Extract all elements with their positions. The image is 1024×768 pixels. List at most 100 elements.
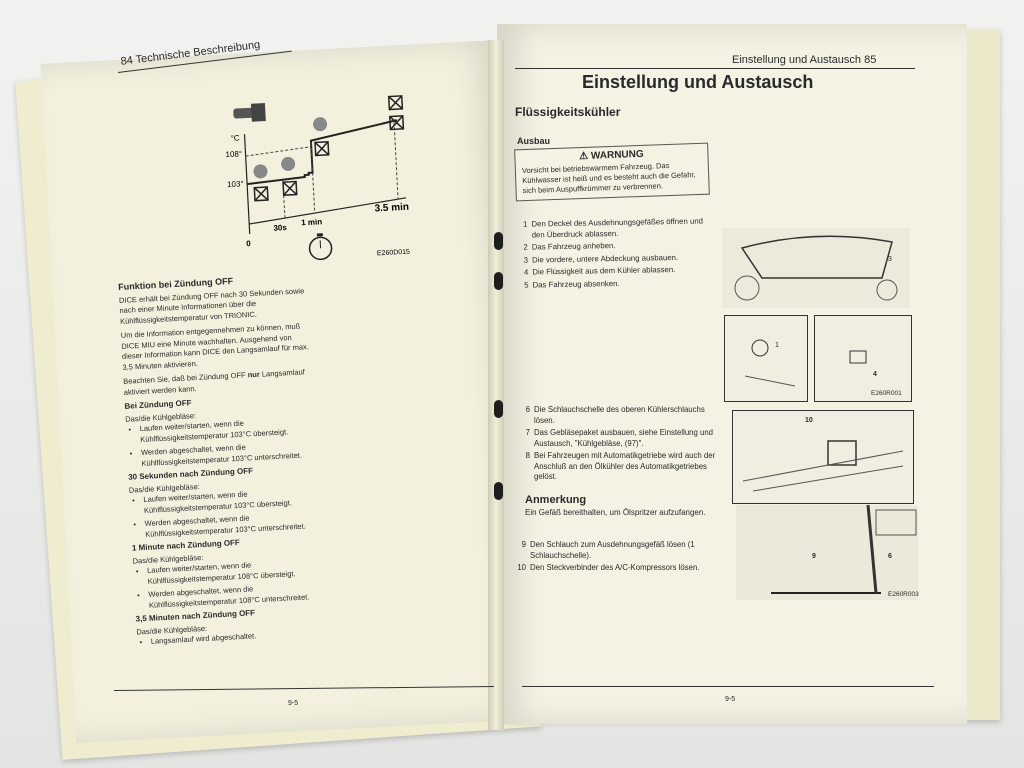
step-text: Bei Fahrzeugen mit Automatikgetriebe wir… (534, 451, 716, 481)
engine-cover-drawing (734, 235, 898, 301)
y-unit-label: °C (230, 133, 240, 142)
step-text: Den Schlauch zum Ausdehnungsgefäß lösen … (530, 540, 695, 560)
callout-label: 1 (775, 342, 779, 349)
section-heading: Ausbau (517, 136, 551, 146)
warning-text: Vorsicht bei betriebswarmem Fahrzeug. Da… (521, 160, 696, 196)
expansion-tank-drawing (744, 339, 796, 387)
guide-line (310, 142, 316, 213)
figure-id: E260R003 (888, 591, 919, 598)
page-title: Einstellung und Austausch (582, 72, 814, 92)
book-gutter (488, 40, 504, 730)
binding-hole (494, 482, 503, 500)
steps-list: 6 Die Schlauchschelle des oberen Kühlersc… (520, 405, 725, 485)
figure-hose-clamp: 10 (732, 410, 914, 504)
radiator-underside-drawing (771, 504, 917, 594)
block: 1 Minute nach Zündung OFF Das/die Kühlge… (132, 534, 325, 612)
step-number: 8 (525, 451, 530, 460)
warning-triangle-icon: ⚠ (578, 150, 589, 163)
remark-text: Ein Gefäß bereithalten, um Ölspritzer au… (525, 508, 706, 517)
callout-label: 9 (812, 553, 816, 560)
callout-label: 4 (873, 371, 877, 378)
fan-off-icon (253, 186, 269, 202)
list-item: 8 Bei Fahrzeugen mit Automatikgetriebe wi… (520, 451, 725, 483)
list-item: 9 Den Schlauch zum Ausdehnungsgefäß lösen… (516, 540, 721, 561)
hose-clamp-drawing (742, 440, 904, 492)
tick-103: 103° (227, 179, 244, 189)
figure-id: E260D015 (377, 249, 411, 258)
figure-radiator-underside: 9 6 E260R003 (736, 504, 919, 600)
callout-label: 10 (805, 417, 813, 424)
callout-label: 3 (888, 256, 892, 263)
right-page-header: Einstellung und Austausch 85 (732, 54, 877, 66)
step-text: Den Steckverbinder des A/C-Kompressors l… (530, 563, 700, 572)
step-text: Die Schlauchschelle des oberen Kühlersch… (534, 405, 705, 425)
temperature-sensor-icon (233, 103, 266, 122)
step-number: 10 (517, 563, 526, 572)
stopwatch-icon (308, 233, 333, 261)
step-text: Das Gebläsepaket ausbauen, siehe Einstel… (534, 428, 714, 448)
callout-label: 6 (888, 553, 892, 560)
tick-1min: 1 min (301, 217, 322, 227)
tick-0: 0 (246, 239, 251, 248)
step-text: Das Fahrzeug absenken. (532, 278, 620, 289)
cooling-fan-timing-diagram: °C 108° 103° 0 30s 1 min 3.5 min E260D01… (225, 95, 411, 261)
header-rule (515, 68, 915, 69)
drain-plug-drawing (849, 350, 867, 364)
figure-drain-plug: 4 E260R001 (814, 315, 912, 402)
binding-hole (494, 272, 503, 290)
tick-30s: 30s (273, 223, 287, 233)
left-page-number: 9-5 (288, 700, 299, 707)
fan-running-icon (313, 117, 328, 132)
fan-running-icon (253, 164, 268, 179)
fan-off-icon (314, 141, 330, 157)
step-text: Die Flüssigkeit aus dem Kühler ablassen. (532, 265, 676, 277)
footer-rule (522, 686, 934, 687)
figure-expansion-tank: 1 (724, 315, 808, 402)
step-number: 3 (523, 255, 529, 265)
tick-108: 108° (225, 149, 242, 159)
left-page-body: Funktion bei Zündung OFF DICE erhält bei… (118, 272, 327, 651)
step-number: 2 (523, 242, 528, 252)
step-number: 4 (523, 267, 529, 277)
figure-engine-cover: 3 (722, 228, 910, 308)
warning-box: ⚠ WARNUNG Vorsicht bei betriebswarmem Fa… (514, 142, 710, 202)
fan-off-icon (387, 95, 405, 131)
guide-line (245, 146, 312, 157)
guide-line (393, 122, 399, 200)
fan-running-icon (281, 156, 296, 171)
list-item: 7 Das Gebläsepaket ausbauen, siehe Einste… (520, 428, 725, 449)
figure-id: E260R001 (871, 390, 902, 397)
steps-list: 9 Den Schlauch zum Ausdehnungsgefäß lösen… (516, 540, 721, 576)
step-text: Die vordere, untere Abdeckung ausbauen. (531, 252, 679, 264)
right-page-number: 9-5 (725, 696, 736, 703)
block: 30 Sekunden nach Zündung OFF Das/die Küh… (128, 463, 321, 541)
binding-hole (494, 232, 503, 250)
step-text: Das Fahrzeug anheben. (531, 241, 616, 252)
binding-hole (494, 400, 503, 418)
list-item: 6 Die Schlauchschelle des oberen Kühlersc… (520, 405, 725, 426)
note-emphasis: nur (247, 369, 261, 380)
step-number: 6 (525, 405, 530, 414)
x-axis (249, 197, 407, 225)
block: Bei Zündung OFF Das/die Kühlgebläse: Lau… (124, 392, 317, 470)
paragraph: Um die Information entgegennehmen zu kön… (120, 321, 310, 372)
step-number: 1 (523, 219, 528, 229)
warning-title: WARNUNG (590, 148, 644, 162)
temperature-threshold-line (246, 119, 398, 186)
block: 3,5 Minuten nach Zündung OFF Das/die Küh… (135, 605, 326, 648)
step-text: Den Deckel des Ausdehnungsgefäßes öffnen… (531, 216, 704, 240)
step-number: 7 (525, 428, 530, 437)
step-number: 9 (521, 540, 526, 549)
page-subtitle: Flüssigkeitskühler (515, 105, 621, 119)
tick-3-5min: 3.5 min (374, 202, 409, 215)
list-item: 10 Den Steckverbinder des A/C-Kompressors… (516, 563, 721, 574)
remark-title: Anmerkung (525, 494, 587, 506)
paragraph: DICE erhält bei Zündung OFF nach 30 Seku… (118, 285, 305, 326)
fan-off-icon (282, 180, 298, 196)
